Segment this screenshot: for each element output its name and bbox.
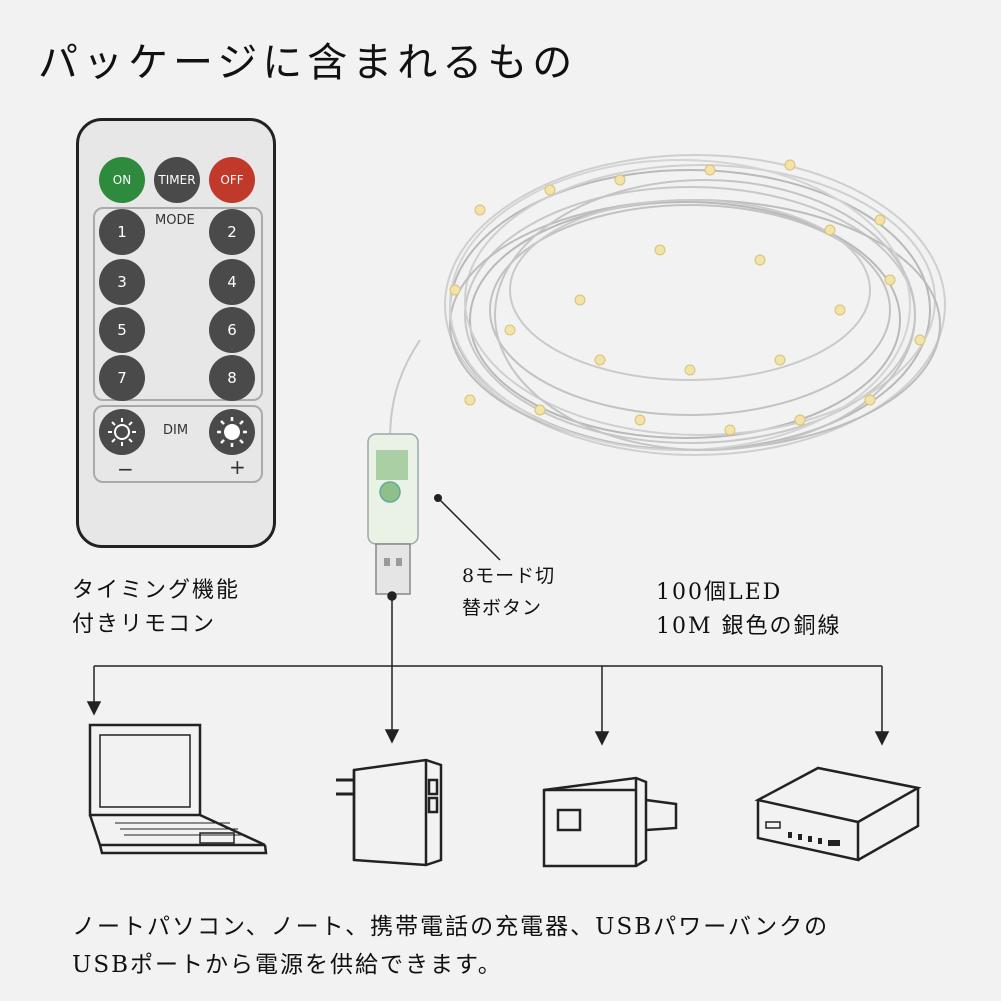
on-button[interactable]: ON — [99, 157, 145, 203]
description-line2: USBポートから電源を供給できます。 — [72, 952, 503, 978]
plus-label: + — [229, 455, 246, 479]
remote-caption-line2: 付きリモコン — [72, 612, 217, 637]
led-caption-line2: 10M 銀色の銅線 — [656, 614, 842, 639]
minus-label: − — [117, 457, 134, 481]
mode-button-7[interactable]: 7 — [99, 355, 145, 401]
sun-bright-icon — [217, 417, 247, 447]
mode-button-2[interactable]: 2 — [209, 209, 255, 255]
mode-button-6[interactable]: 6 — [209, 307, 255, 353]
dim-panel — [93, 405, 263, 483]
off-button[interactable]: OFF — [209, 157, 255, 203]
description-line1: ノートパソコン、ノート、携帯電話の充電器、USBパワーバンクの — [72, 914, 830, 940]
button-caption-line1: 8モード切 — [462, 565, 556, 587]
remote-caption-line1: タイミング機能 — [72, 578, 241, 603]
led-caption: 100個LED 10M 銀色の銅線 — [656, 576, 842, 644]
wall-charger-icon — [336, 758, 443, 867]
mode-button-5[interactable]: 5 — [99, 307, 145, 353]
mode-switch-button[interactable] — [379, 481, 401, 503]
led-string-illustration — [389, 154, 946, 456]
dim-down-button[interactable] — [99, 409, 145, 455]
power-bank-icon — [754, 766, 922, 862]
mode-label: MODE — [155, 213, 195, 228]
remote-caption: タイミング機能 付きリモコン — [72, 574, 240, 642]
dim-up-button[interactable] — [209, 409, 255, 455]
led-caption-line1: 100個LED — [656, 580, 783, 605]
pointer-line — [434, 494, 501, 561]
usb-controller — [367, 433, 419, 595]
timer-button[interactable]: TIMER — [154, 157, 200, 203]
mode-button-4[interactable]: 4 — [209, 259, 255, 305]
mode-button-8[interactable]: 8 — [209, 355, 255, 401]
button-caption-line2: 替ボタン — [462, 597, 543, 619]
sun-icon — [108, 418, 136, 446]
mode-panel — [93, 207, 263, 401]
usb-charger-icon — [542, 776, 678, 868]
mode-button-3[interactable]: 3 — [99, 259, 145, 305]
button-caption: 8モード切 替ボタン — [462, 560, 555, 624]
dim-label: DIM — [163, 423, 189, 438]
power-source-description: ノートパソコン、ノート、携帯電話の充電器、USBパワーバンクの USBポートから… — [72, 908, 829, 984]
mode-button-1[interactable]: 1 — [99, 209, 145, 255]
remote-control: ON TIMER OFF MODE 1 2 3 4 5 6 7 8 DIM − … — [76, 118, 276, 548]
laptop-icon — [88, 723, 268, 855]
page-title: パッケージに含まれるもの — [38, 40, 578, 86]
